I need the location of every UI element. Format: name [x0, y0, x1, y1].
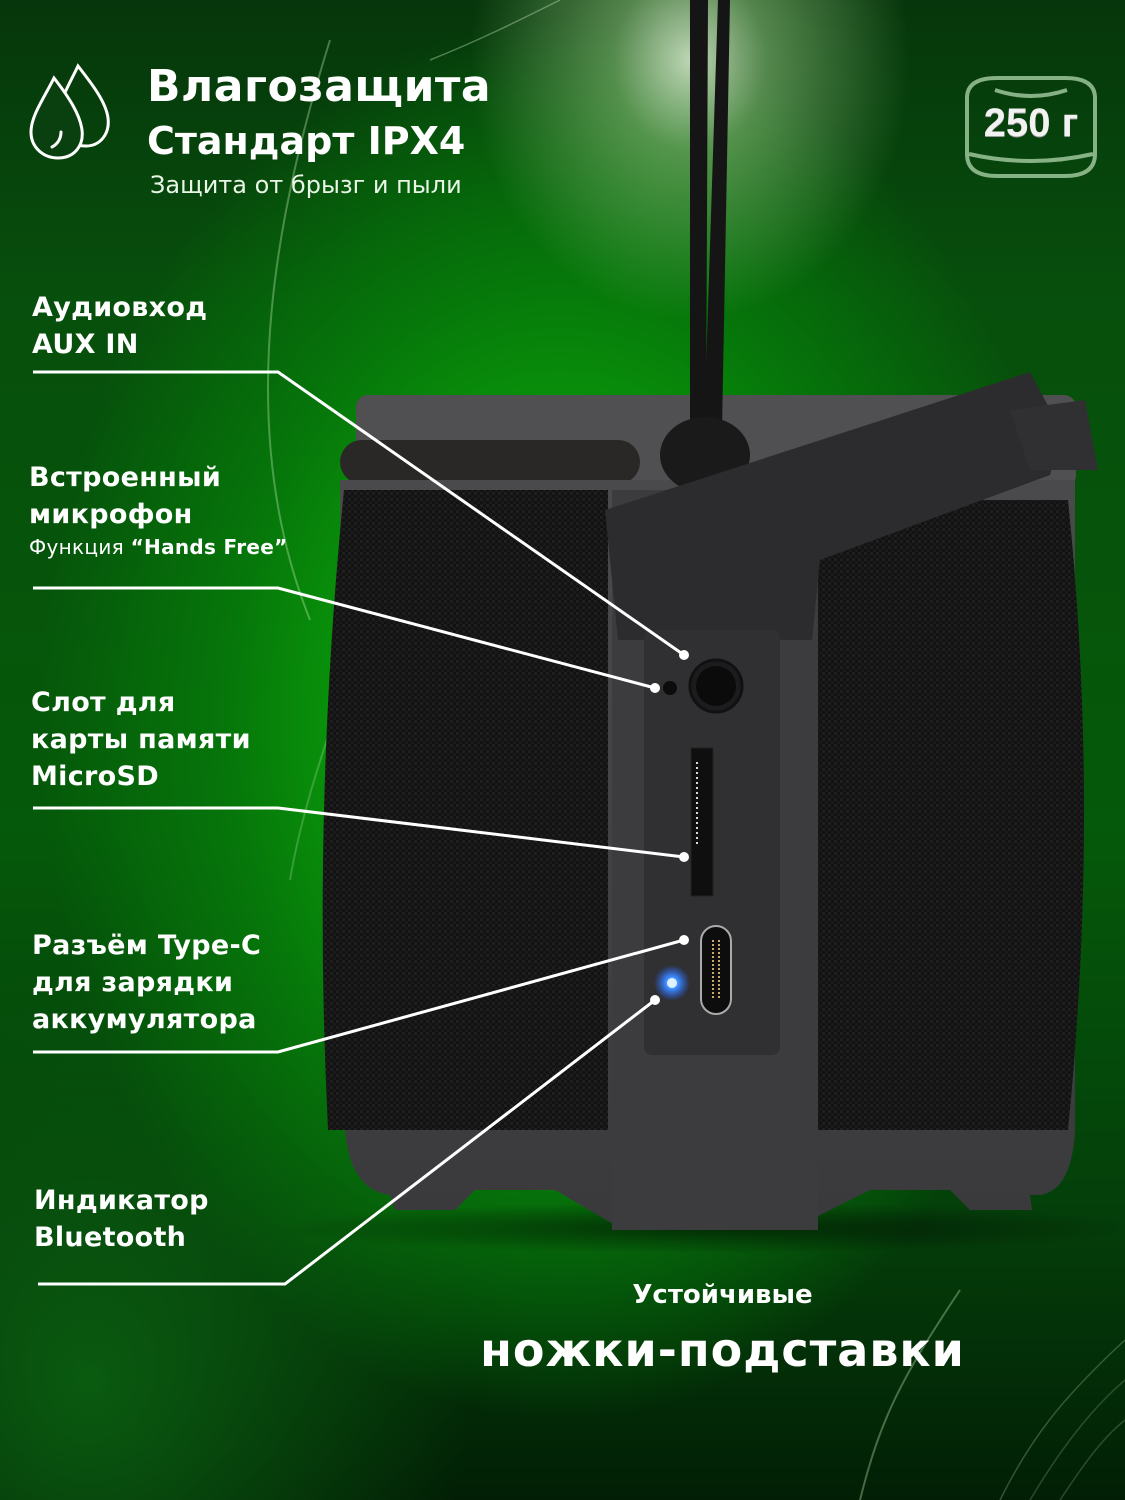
feet-caption-small: Устойчивые: [0, 1278, 1125, 1312]
callout-mic-line-2: микрофон: [29, 499, 193, 530]
callout-typec-line-1: Разъём Type-C: [32, 930, 262, 961]
callout-mic-note-bold: “Hands Free”: [130, 535, 288, 559]
callout-microsd-line-1: Слот для: [31, 687, 176, 718]
feet-caption-big: ножки-подставки: [0, 1320, 1125, 1380]
weight-puck-icon: [965, 76, 1097, 178]
water-protection-title: Влагозащита: [147, 61, 492, 112]
callout-aux-in: Аудиовход AUX IN: [32, 289, 207, 363]
callout-mic-line-1: Встроенный: [29, 462, 222, 493]
callout-mic-note-prefix: Функция: [29, 535, 131, 559]
feet-caption-small-text: Устойчивые: [632, 1280, 813, 1310]
weight-value: 250 г: [983, 101, 1079, 145]
callout-bt-line-2: Bluetooth: [34, 1222, 187, 1253]
callout-bt-line-1: Индикатор: [34, 1185, 209, 1216]
feet-caption-big-text: ножки-подставки: [480, 1323, 965, 1377]
callout-aux-line-1: Аудиовход: [32, 292, 208, 323]
water-drops-icon: [29, 63, 110, 160]
callout-microsd-line-2: карты памяти: [31, 724, 251, 755]
ipx-standard: Стандарт IPX4: [147, 119, 466, 163]
callout-typec-line-2: для зарядки: [32, 967, 234, 998]
callout-microsd-line-3: MicroSD: [31, 761, 159, 792]
callout-microphone: Встроенный микрофон Функция “Hands Free”: [29, 459, 288, 561]
water-protection-subtitle: Защита от брызг и пыли: [150, 171, 462, 199]
callout-microsd: Слот для карты памяти MicroSD: [31, 684, 251, 795]
callout-aux-line-2: AUX IN: [32, 329, 139, 360]
callout-mic-note: Функция “Hands Free”: [29, 533, 288, 561]
callout-type-c: Разъём Type-C для зарядки аккумулятора: [32, 927, 261, 1038]
callout-typec-line-3: аккумулятора: [32, 1004, 257, 1035]
callout-bluetooth-indicator: Индикатор Bluetooth: [34, 1182, 209, 1256]
